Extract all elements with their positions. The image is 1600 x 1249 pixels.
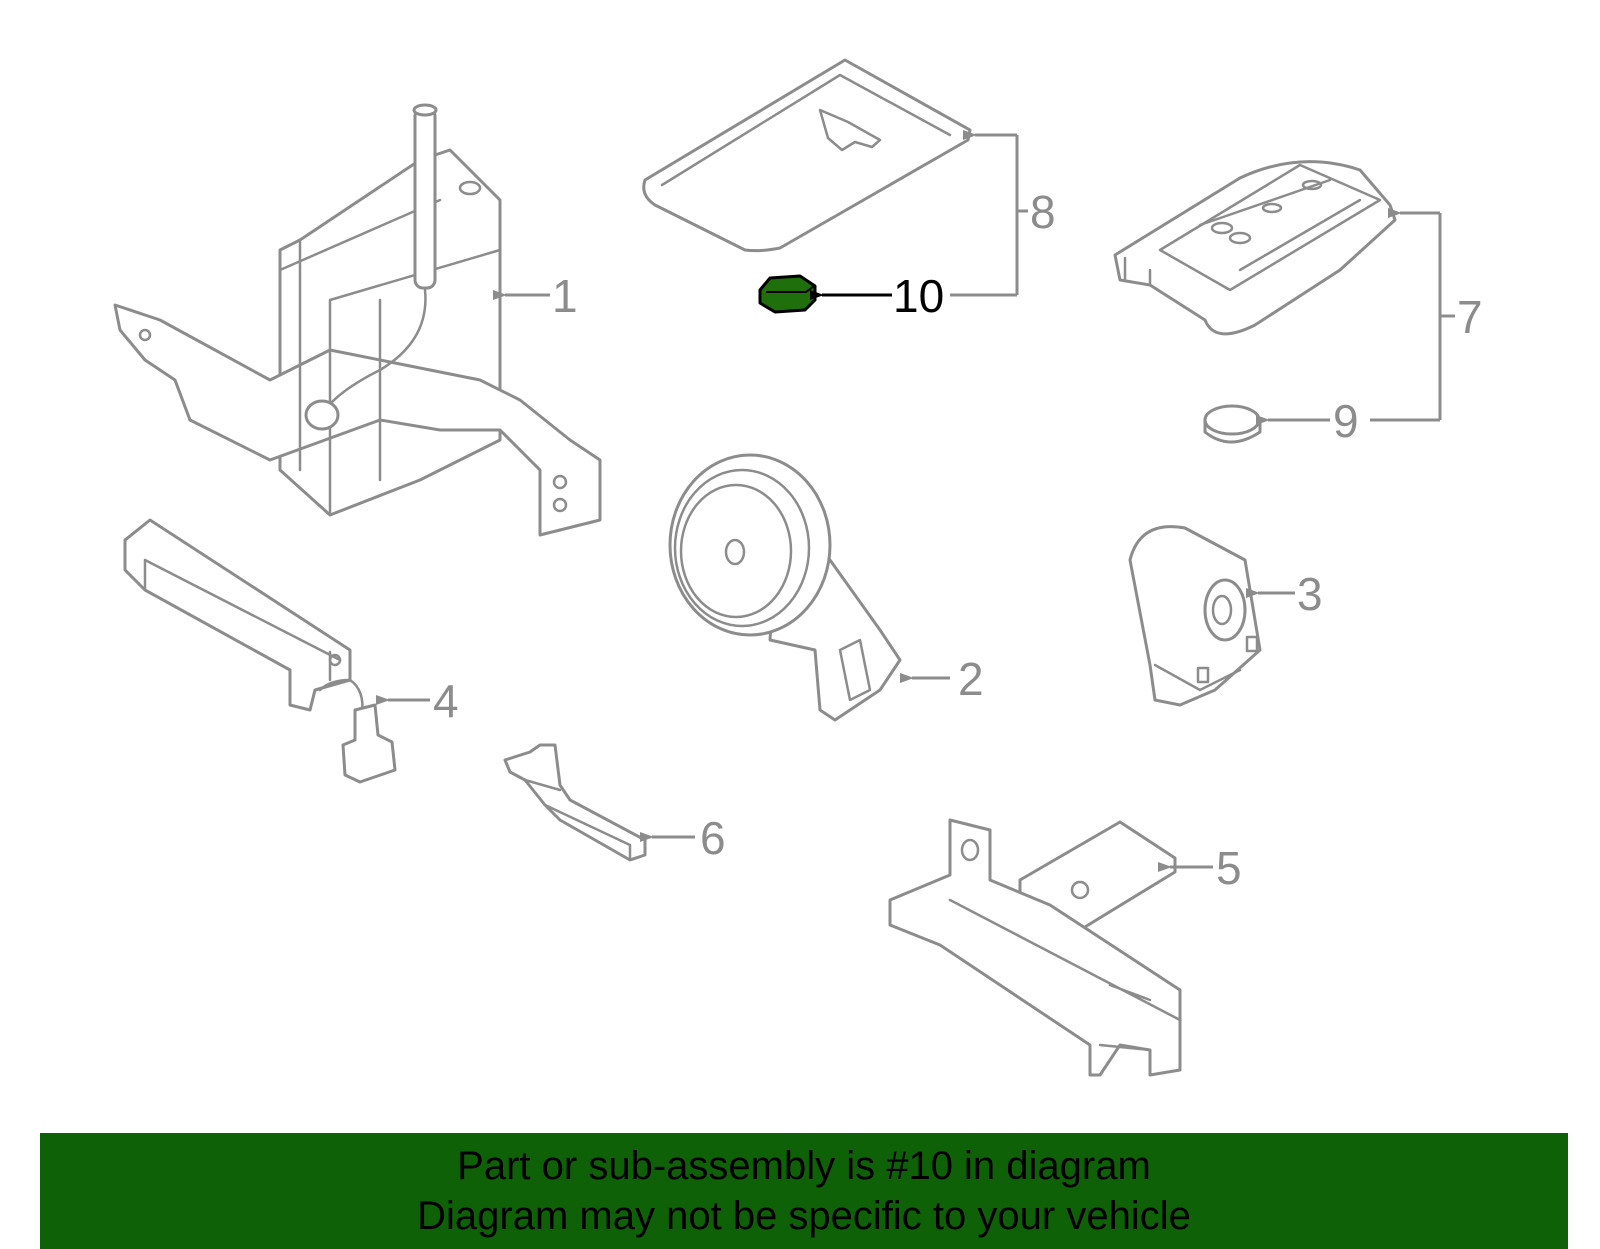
leader-lines [376, 130, 1455, 872]
callout-5: 5 [1216, 842, 1242, 894]
callout-7: 7 [1457, 291, 1483, 343]
callout-6: 6 [700, 812, 726, 864]
banner-line-1: Part or sub-assembly is #10 in diagram [457, 1144, 1151, 1188]
callout-3: 3 [1297, 568, 1323, 620]
banner-line-2: Diagram may not be specific to your vehi… [417, 1194, 1191, 1238]
part-3-sensor [1128, 525, 1262, 707]
part-4-antenna-module [123, 518, 397, 784]
callout-4: 4 [433, 675, 459, 727]
callout-9: 9 [1333, 395, 1359, 447]
callout-2: 2 [958, 653, 984, 705]
part-10-highlighted [758, 274, 817, 314]
info-banner: Part or sub-assembly is #10 in diagram D… [40, 1133, 1568, 1249]
part-9-battery [1203, 404, 1262, 444]
callout-1: 1 [552, 270, 578, 322]
part-7-key-fob [1113, 160, 1397, 336]
part-1-control-module [113, 103, 602, 537]
callout-8: 8 [1030, 186, 1056, 238]
part-2-siren [668, 453, 902, 722]
part-5-bracket [888, 818, 1182, 1077]
part-8-key-card [642, 58, 972, 253]
callout-labels: 1 2 3 4 5 6 7 8 9 10 [433, 186, 1483, 894]
part-6-small-bracket [503, 743, 647, 862]
callout-10: 10 [893, 270, 944, 322]
